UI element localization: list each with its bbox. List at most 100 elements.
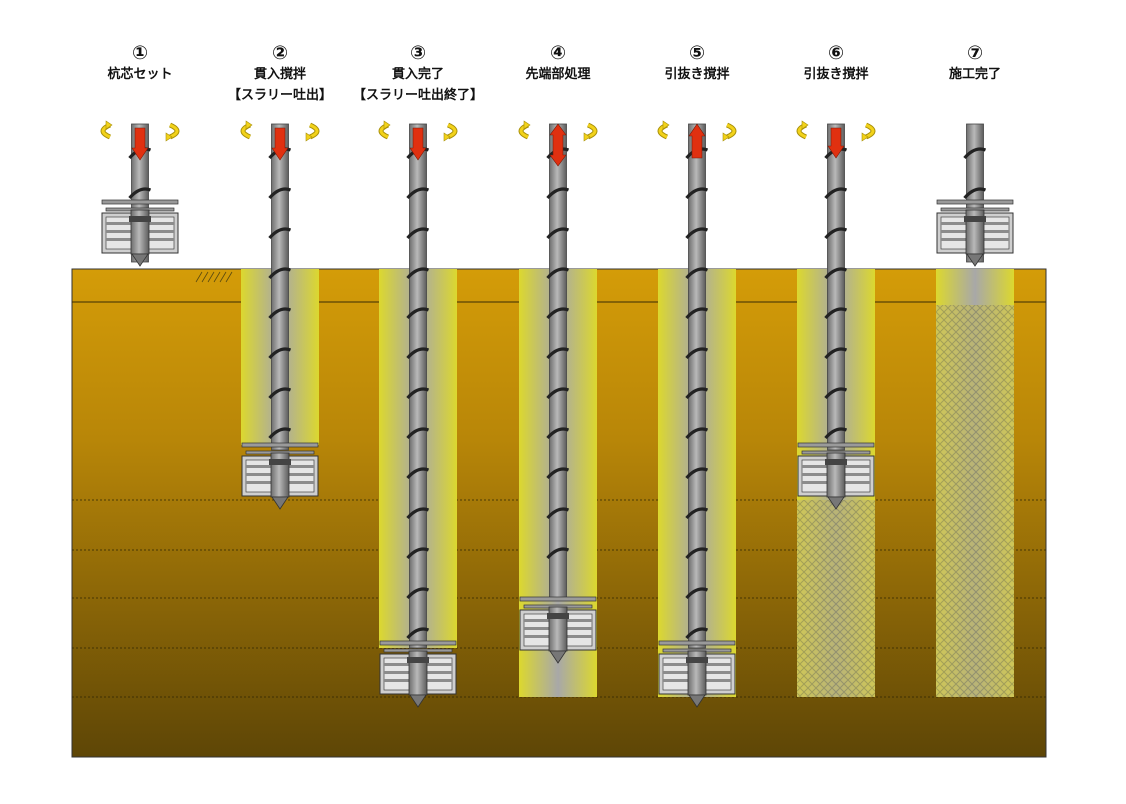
surface-hatch	[219, 271, 227, 283]
step-label: 施工完了	[948, 67, 1001, 82]
auger-flight	[546, 347, 570, 360]
auger-flight	[406, 467, 430, 480]
head-bar	[241, 442, 319, 448]
auger-flight	[685, 227, 709, 240]
auger-flight	[546, 427, 570, 440]
rotation-arrow-icon	[865, 123, 875, 139]
drill-bit	[271, 496, 289, 510]
auger-flight	[128, 187, 152, 200]
step-label: 杭芯セット	[107, 67, 173, 82]
auger-flight	[685, 507, 709, 520]
auger-flight	[963, 147, 987, 160]
rotation-arrow-head	[165, 132, 173, 142]
rotation-arrow-head	[801, 120, 809, 130]
auger-flight	[685, 627, 709, 640]
down-arrow-icon	[131, 127, 149, 161]
step-number: ⑤	[688, 42, 706, 64]
rotation-arrow-icon	[587, 123, 597, 139]
mixing-head	[936, 199, 1014, 267]
head-collar	[407, 657, 429, 663]
auger-flight	[685, 587, 709, 600]
auger-flight	[824, 347, 848, 360]
auger-flight	[546, 467, 570, 480]
step-number: ①	[131, 42, 149, 64]
auger-flight	[546, 387, 570, 400]
rotation-arrow-icon	[726, 123, 736, 139]
rotation-arrow-icon	[447, 123, 457, 139]
auger-flight	[824, 227, 848, 240]
head-bar	[936, 199, 1014, 205]
head-bar	[797, 442, 875, 448]
mixing-head	[658, 640, 736, 708]
column-top-mix	[936, 269, 1014, 305]
head-collar	[825, 459, 847, 465]
up-arrow-icon	[688, 123, 706, 159]
auger-flight	[546, 547, 570, 560]
auger-flight	[685, 267, 709, 280]
rotation-arrow-head	[523, 120, 531, 130]
rotation-arrow-head	[383, 120, 391, 130]
mixing-head	[379, 640, 457, 708]
drill-rod	[688, 123, 706, 649]
drill-bit	[827, 496, 845, 510]
drill-bit	[549, 650, 567, 664]
drill-bit	[409, 694, 427, 708]
auger-flight	[406, 547, 430, 560]
auger-flight	[685, 547, 709, 560]
step-sublabel: 【スラリー吐出】	[227, 88, 332, 103]
rotation-arrow-head	[583, 132, 591, 142]
drill-rod	[409, 123, 427, 649]
auger-flight	[546, 507, 570, 520]
auger-flight	[685, 427, 709, 440]
rotation-arrow-head	[662, 120, 670, 130]
step-number: ④	[549, 42, 567, 64]
head-bar	[101, 199, 179, 205]
auger-flight	[268, 307, 292, 320]
down-arrow-icon	[827, 127, 845, 159]
auger-flight	[685, 187, 709, 200]
auger-flight	[406, 307, 430, 320]
head-collar	[547, 613, 569, 619]
auger-flight	[268, 187, 292, 200]
head-collar	[686, 657, 708, 663]
mixing-head	[101, 199, 179, 267]
auger-flight	[268, 427, 292, 440]
surface-hatch	[207, 271, 215, 283]
auger-flight	[406, 587, 430, 600]
auger-flight	[546, 227, 570, 240]
auger-flight	[963, 187, 987, 200]
drill-bit	[688, 694, 706, 708]
auger-flight	[406, 387, 430, 400]
step-label: 引抜き撹拌	[664, 67, 730, 82]
rotation-arrow-head	[443, 132, 451, 142]
rotation-arrow-icon	[309, 123, 319, 139]
auger-flight	[824, 427, 848, 440]
auger-flight	[268, 347, 292, 360]
drill-bit	[966, 253, 984, 267]
auger-flight	[546, 267, 570, 280]
head-bar	[519, 596, 597, 602]
surface-hatch	[213, 271, 221, 283]
mixing-head	[241, 442, 319, 510]
up-down-arrow-icon	[549, 123, 567, 167]
surface-hatch	[201, 271, 209, 283]
auger-flight	[685, 387, 709, 400]
auger-flight	[268, 227, 292, 240]
auger-flight	[406, 187, 430, 200]
rotation-arrow-head	[245, 120, 253, 130]
rotation-arrow-head	[861, 132, 869, 142]
step-number: ③	[409, 42, 427, 64]
drill-bit	[131, 253, 149, 267]
rotation-arrow-head	[105, 120, 113, 130]
drill-rod	[827, 123, 845, 451]
treated-soil-shade	[797, 500, 875, 697]
step-number: ⑥	[827, 42, 845, 64]
step-label: 引抜き撹拌	[803, 67, 869, 82]
step-sublabel: 【スラリー吐出終了】	[352, 88, 483, 103]
auger-flight	[546, 187, 570, 200]
auger-flight	[685, 347, 709, 360]
head-collar	[964, 216, 986, 222]
auger-flight	[824, 387, 848, 400]
surface-hatch	[195, 271, 203, 283]
